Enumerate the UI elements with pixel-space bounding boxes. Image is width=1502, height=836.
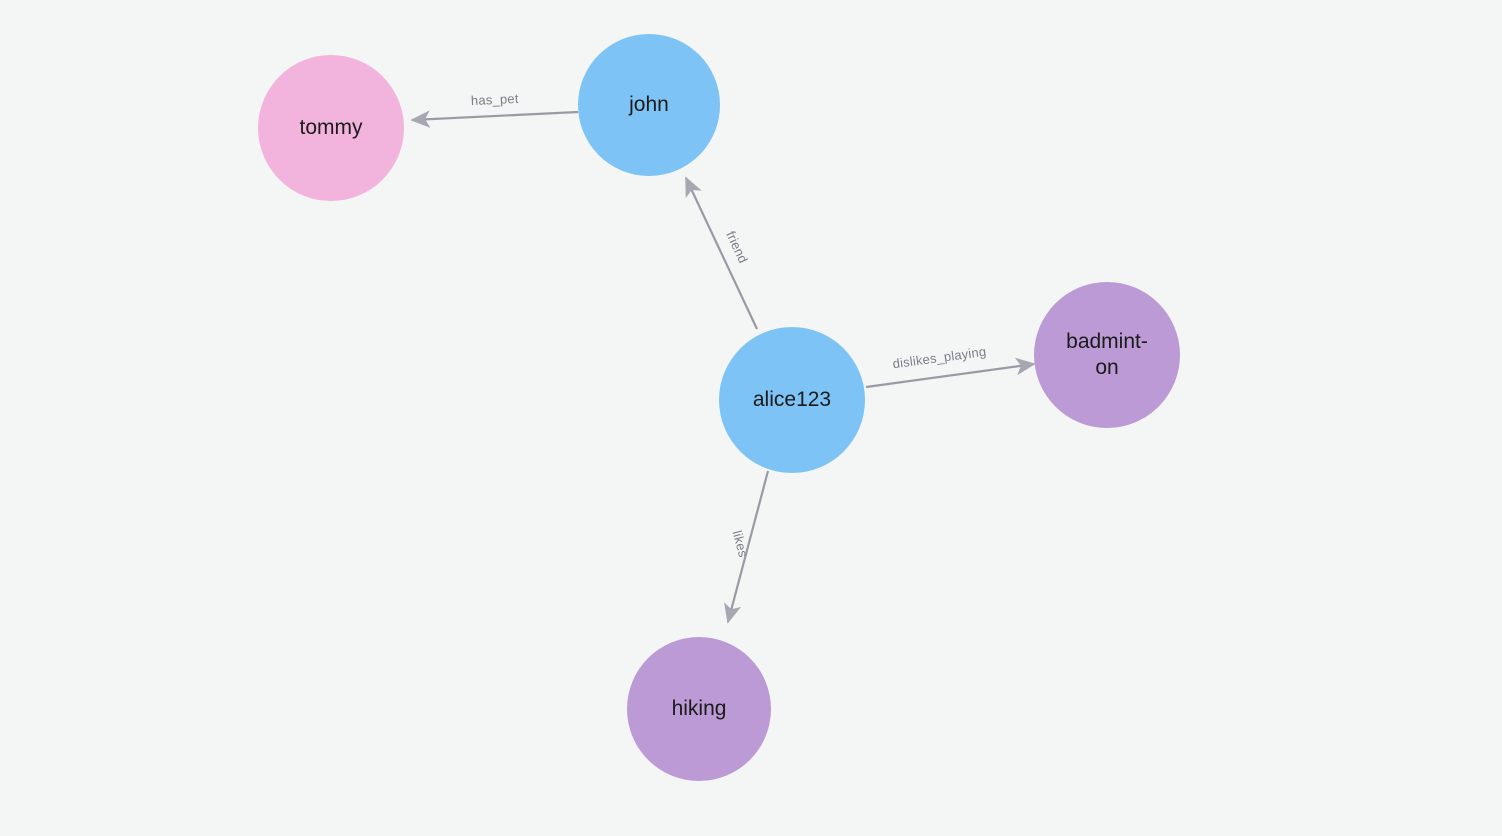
edge-label: dislikes_playing — [892, 344, 987, 372]
graph-node-alice123[interactable]: alice123 — [719, 327, 865, 473]
node-label: tommy — [299, 116, 363, 139]
node-label: badmint- on — [1066, 330, 1148, 379]
node-label: hiking — [671, 697, 727, 720]
graph-node-john[interactable]: john — [578, 34, 720, 176]
graph-node-tommy[interactable]: tommy — [258, 55, 404, 201]
graph-edge[interactable] — [865, 357, 1036, 389]
node-label: john — [629, 93, 669, 116]
edge-label: likes — [730, 529, 751, 559]
graph-edge[interactable] — [685, 176, 758, 330]
graph-node-badminton[interactable]: badmint- on — [1034, 282, 1180, 428]
node-label: alice123 — [752, 388, 832, 411]
graph-edge[interactable] — [410, 110, 579, 128]
edge-label: has_pet — [471, 91, 520, 108]
graph-node-hiking[interactable]: hiking — [627, 637, 771, 781]
edge-label: friend — [723, 229, 751, 266]
graph-edge[interactable] — [724, 470, 770, 624]
